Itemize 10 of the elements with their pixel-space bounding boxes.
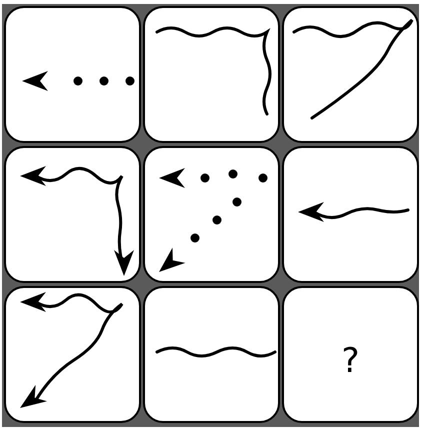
puzzle-tile	[282, 286, 419, 423]
puzzle-tile	[282, 146, 419, 283]
puzzle-tile	[143, 146, 280, 283]
puzzle-tile	[143, 286, 280, 423]
puzzle-tile	[4, 286, 141, 423]
puzzle-tile	[4, 6, 141, 143]
puzzle-tile	[282, 6, 419, 143]
question-mark: ?	[342, 344, 360, 378]
puzzle-tile	[4, 146, 141, 283]
puzzle-tile	[143, 6, 280, 143]
